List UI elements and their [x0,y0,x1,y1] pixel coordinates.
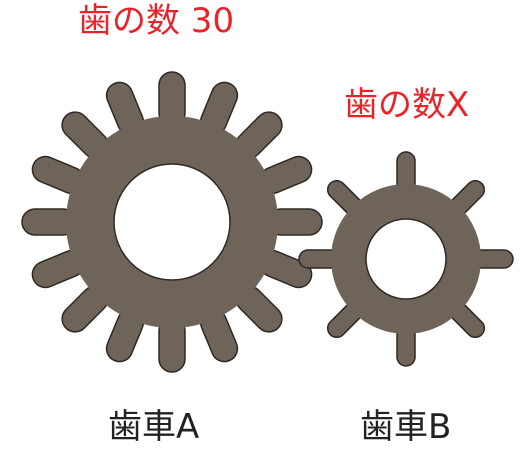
gear-a [21,71,323,373]
gear-b-teeth-count-label: 歯の数X [344,85,470,125]
gear-b-hole [365,218,447,300]
gear-b [298,151,514,367]
gear-a-name-label: 歯車A [108,407,200,447]
gear-b-name-label: 歯車B [360,407,452,447]
gear-a-hole [113,163,231,281]
gear-a-teeth-count-label: 歯の数 30 [78,1,235,41]
